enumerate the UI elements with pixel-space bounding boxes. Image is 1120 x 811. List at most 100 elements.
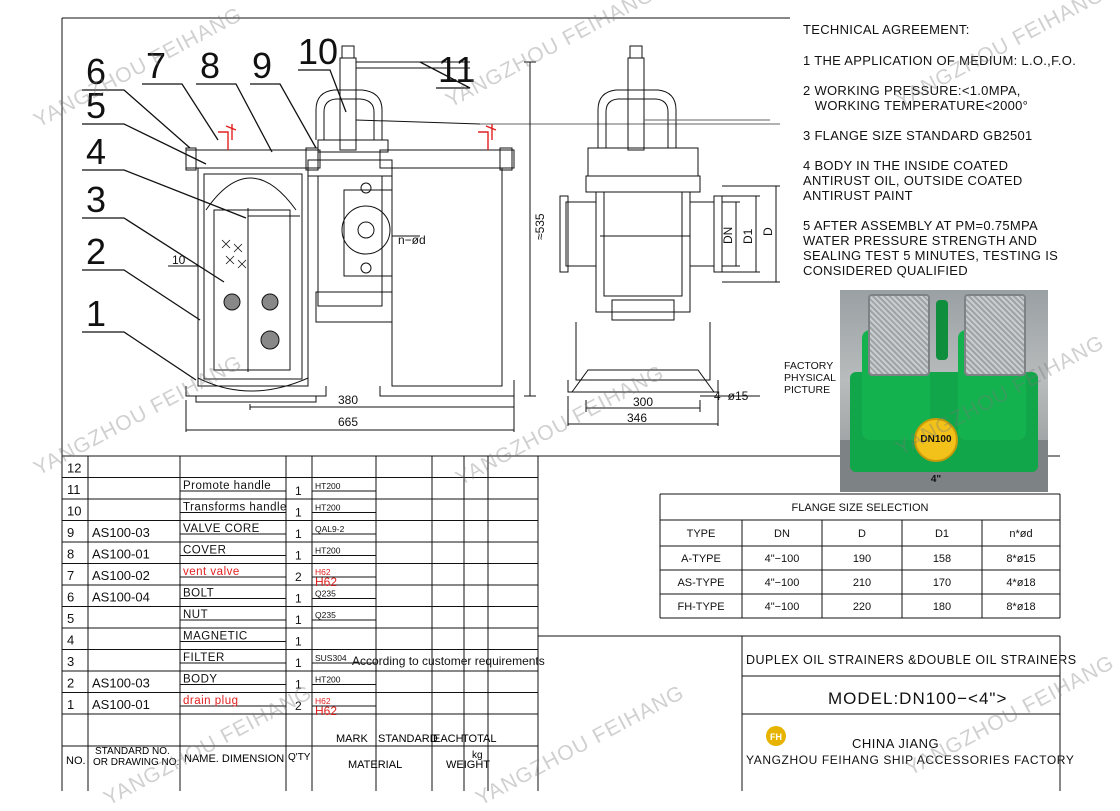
bom-head-qty: Q'TY [288,752,311,763]
dimension-labels: 380 665 10 n−ød 300 346 4−ø15 ≈535 DN D1… [172,213,775,429]
bom-head-weight: WEIGHT [446,759,490,771]
bom-name: COVER [183,545,226,557]
flange-header: D1 [935,528,949,540]
bom-code: AS100-04 [92,590,150,605]
filter-basket-left [868,294,930,376]
callout-3: 3 [86,179,106,220]
bom-code: AS100-03 [92,525,150,540]
bom-qty: 1 [295,527,302,541]
bom-head-total: TOTAL [462,733,496,745]
company-line-1: CHINA JIANG [852,736,939,751]
technical-agreement: TECHNICAL AGREEMENT: 1 THE APPLICATION O… [803,22,1103,293]
bom-name: BOLT [183,588,214,600]
bom-name: FILTER [183,652,225,664]
factory-label-line: PICTURE [784,384,831,396]
dim-d1: D1 [741,228,755,244]
bom-no: 7 [67,568,74,583]
dim-535: ≈535 [533,213,547,240]
product-name: DUPLEX OIL STRAINERS &DOUBLE OIL STRAINE… [746,653,1077,667]
factory-picture-label: FACTORY PHYSICAL PICTURE [784,360,840,396]
dim-10: 10 [172,253,186,267]
bom-name: drain plug [183,695,239,707]
flange-header: D [858,528,866,540]
dim-665: 665 [338,415,358,429]
bom-material: H62 [315,567,331,577]
switch-handle [936,300,948,360]
flange-cell: 220 [853,601,871,613]
dim-300: 300 [633,395,653,409]
technical-title: TECHNICAL AGREEMENT: [803,22,970,37]
callout-2: 2 [86,231,106,272]
nameplate: DN100 4" [914,418,958,485]
bom-head-material: MATERIAL [348,759,402,771]
callout-4: 4 [86,131,106,172]
bom-material: HT200 [315,546,341,556]
bom-no: 8 [67,547,74,562]
company-logo: FH [770,732,782,742]
flange-cell: 8*ø18 [1006,601,1035,613]
bom-qty: 1 [295,635,302,649]
bom-material-2: H62 [315,575,337,589]
flange-cell: A-TYPE [681,553,721,565]
callout-10: 10 [298,31,338,72]
bom-code: AS100-02 [92,568,150,583]
bom-material: SUS304 [315,653,347,663]
bom-name: NUT [183,609,208,621]
bom-code: AS100-03 [92,676,150,691]
flange-cell: 8*ø15 [1006,553,1035,565]
company-logo-icon [766,726,786,746]
callout-5: 5 [86,85,106,126]
flange-cell: 210 [853,577,871,589]
dim-dn: DN [721,227,735,244]
bom-qty: 1 [295,592,302,606]
flange-header: DN [774,528,790,540]
bom-no: 10 [67,504,81,519]
model-name: MODEL:DN100−<4"> [828,689,1007,708]
factory-label-line: PHYSICAL [784,372,836,384]
bom-name: MAGNETIC [183,631,248,643]
bom-note: According to customer requirements [352,654,545,668]
factory-photo: DN100 4" [840,290,1048,492]
flange-cell: 190 [853,553,871,565]
bom-head-no: NO. [66,755,86,767]
flange-cell: 4"−100 [765,553,800,565]
bom-qty: 2 [295,699,302,713]
factory-label-line: FACTORY [784,360,834,372]
bom-material: HT200 [315,481,341,491]
bom-no: 11 [67,482,81,497]
flange-cell: 4*ø18 [1006,577,1035,589]
bom-qty: 1 [295,656,302,670]
flange-header: TYPE [687,528,716,540]
callout-7: 7 [146,45,166,86]
bom-head-name: NAME. DIMENSION [184,753,284,765]
dim-380: 380 [338,393,358,407]
technical-item-4: 4 BODY IN THE INSIDE COATED ANTIRUST OIL… [803,158,1023,203]
flange-cell: FH-TYPE [677,601,724,613]
bom-material: QAL9-2 [315,524,345,534]
bom-head-standard: STANDARD [378,733,438,745]
bom-no: 2 [67,676,74,691]
bom-material: HT200 [315,675,341,685]
callout-1: 1 [86,293,106,334]
bom-qty: 1 [295,549,302,563]
technical-item-3: 3 FLANGE SIZE STANDARD GB2501 [803,128,1033,143]
technical-item-5: 5 AFTER ASSEMBLY AT PM=0.75MPA WATER PRE… [803,218,1059,278]
callout-6: 6 [86,51,106,92]
bom-no: 4 [67,633,74,648]
flange-cell: 4"−100 [765,601,800,613]
bom-head-code1: STANDARD NO. [95,746,170,757]
bom-no: 6 [67,590,74,605]
vent-valve-marks [218,124,497,150]
bom-head-mark: MARK [336,733,368,745]
callout-8: 8 [200,45,220,86]
bom-qty: 1 [295,484,302,498]
bom-material: HT200 [315,503,341,513]
flange-cell: 180 [933,601,951,613]
bom-qty: 2 [295,570,302,584]
bom-material-2: H62 [315,704,337,718]
technical-item-1: 1 THE APPLICATION OF MEDIUM: L.O.,F.O. [803,53,1077,68]
bom-qty: 1 [295,506,302,520]
callout-11: 11 [438,49,475,90]
